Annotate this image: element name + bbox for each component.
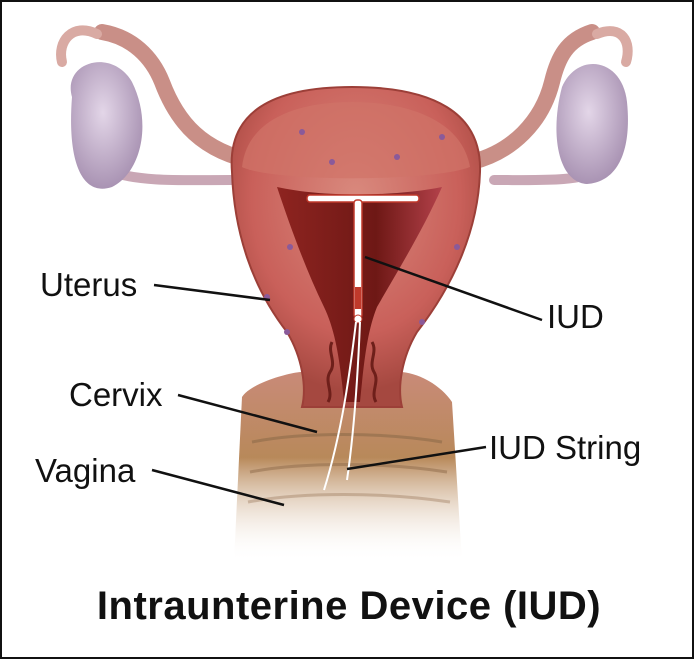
right-ovary xyxy=(556,64,628,184)
vagina-label: Vagina xyxy=(35,454,135,487)
iud-label: IUD xyxy=(547,300,604,333)
uterus-leader-line xyxy=(154,285,270,300)
iud-string-label: IUD String xyxy=(489,431,641,464)
left-ovary xyxy=(71,62,143,189)
diagram-title: Intraunterine Device (IUD) xyxy=(2,584,694,629)
cervix-label: Cervix xyxy=(69,378,163,411)
uterus-label: Uterus xyxy=(40,268,137,301)
